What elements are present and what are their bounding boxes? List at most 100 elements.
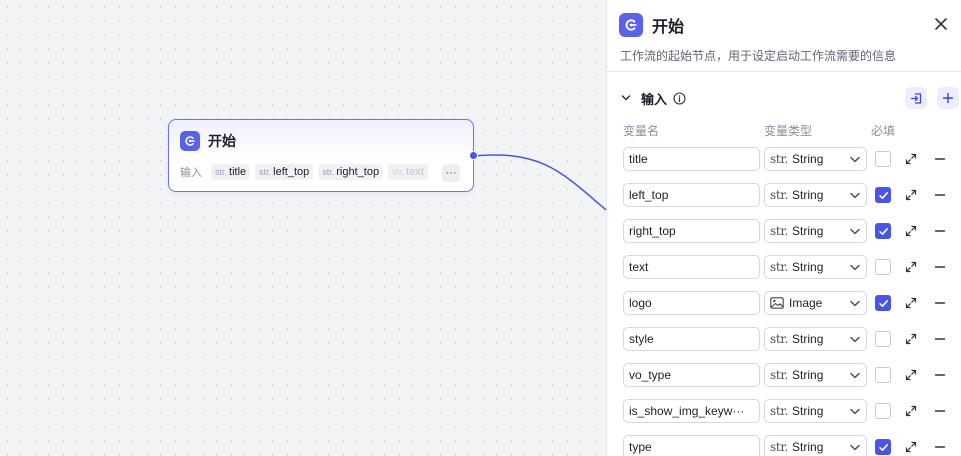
chevron-down-icon	[850, 336, 860, 343]
chevron-down-icon	[850, 264, 860, 271]
node-title: 开始	[208, 133, 236, 149]
variable-type-value: Image	[789, 296, 823, 310]
expand-button[interactable]	[904, 296, 918, 310]
string-type-icon: str.	[770, 440, 789, 454]
variable-type-select[interactable]: str.String	[764, 147, 867, 171]
add-variable-button[interactable]	[937, 87, 959, 109]
variable-name-input[interactable]: is_show_img_keyw···	[623, 399, 760, 423]
variable-name-input[interactable]: logo	[623, 291, 760, 315]
string-type-icon: str.	[770, 332, 789, 346]
variable-name-input[interactable]: left_top	[623, 183, 760, 207]
expand-icon	[905, 261, 917, 273]
input-chip-left-top: str.left_top	[255, 164, 314, 180]
remove-variable-button[interactable]	[933, 332, 947, 346]
remove-variable-button[interactable]	[933, 440, 947, 454]
required-checkbox[interactable]	[875, 331, 891, 347]
expand-icon	[905, 405, 917, 417]
expand-button[interactable]	[904, 224, 918, 238]
remove-variable-button[interactable]	[933, 296, 947, 310]
variable-name-input[interactable]: vo_type	[623, 363, 760, 387]
minus-icon	[934, 230, 946, 232]
node-header: 开始	[180, 131, 236, 151]
panel-description: 工作流的起始节点，用于设定启动工作流需要的信息	[620, 49, 897, 63]
expand-button[interactable]	[904, 152, 918, 166]
string-type-icon: str.	[770, 152, 789, 166]
remove-variable-button[interactable]	[933, 260, 947, 274]
variable-type-select[interactable]: str.String	[764, 435, 867, 456]
remove-variable-button[interactable]	[933, 152, 947, 166]
expand-icon	[905, 297, 917, 309]
variable-type-select[interactable]: str.String	[764, 363, 867, 387]
variable-name-input[interactable]: style	[623, 327, 760, 351]
required-checkbox[interactable]	[875, 259, 891, 275]
expand-button[interactable]	[904, 404, 918, 418]
variable-type-value: String	[792, 224, 824, 238]
remove-variable-button[interactable]	[933, 224, 947, 238]
check-icon	[878, 227, 888, 235]
string-type-icon: str.	[770, 188, 789, 202]
expand-button[interactable]	[904, 368, 918, 382]
chevron-down-icon	[850, 372, 860, 379]
variable-name-input[interactable]: title	[623, 147, 760, 171]
variable-name-input[interactable]: type	[623, 435, 760, 456]
minus-icon	[934, 266, 946, 268]
remove-variable-button[interactable]	[933, 404, 947, 418]
required-checkbox[interactable]	[875, 151, 891, 167]
start-node-icon	[180, 131, 200, 151]
variable-type-select[interactable]: str.String	[764, 183, 867, 207]
expand-button[interactable]	[904, 332, 918, 346]
minus-icon	[934, 446, 946, 448]
chevron-down-icon	[850, 156, 860, 163]
variable-name-input[interactable]: text	[623, 255, 760, 279]
variable-type-select[interactable]: str.String	[764, 255, 867, 279]
start-node[interactable]: 开始 输入 str.title str.left_top str.right_t…	[168, 119, 478, 192]
expand-button[interactable]	[904, 440, 918, 454]
chevron-down-icon	[621, 95, 631, 101]
minus-icon	[934, 410, 946, 412]
close-button[interactable]	[932, 15, 950, 33]
image-icon	[770, 297, 784, 309]
required-checkbox[interactable]	[875, 439, 891, 455]
variable-row: is_show_img_keyw···str.String	[623, 399, 953, 425]
check-icon	[878, 443, 888, 451]
remove-variable-button[interactable]	[933, 188, 947, 202]
output-port[interactable]	[469, 151, 478, 160]
start-node-icon	[619, 13, 643, 37]
variable-row: logo Image	[623, 291, 953, 317]
required-checkbox[interactable]	[875, 403, 891, 419]
variable-name-input[interactable]: right_top	[623, 219, 760, 243]
expand-button[interactable]	[904, 188, 918, 202]
minus-icon	[934, 302, 946, 304]
variable-type-select[interactable]: str.String	[764, 327, 867, 351]
import-button[interactable]	[905, 87, 927, 109]
chevron-down-icon	[850, 444, 860, 451]
import-icon	[910, 92, 921, 104]
more-inputs-button[interactable]: ···	[442, 164, 460, 182]
variable-type-select[interactable]: str.String	[764, 219, 867, 243]
check-icon	[878, 299, 888, 307]
string-type-icon: str.	[770, 260, 789, 274]
required-checkbox[interactable]	[875, 223, 891, 239]
variable-type-select[interactable]: str.String	[764, 399, 867, 423]
required-checkbox[interactable]	[875, 367, 891, 383]
required-checkbox[interactable]	[875, 187, 891, 203]
variable-type-value: String	[792, 368, 824, 382]
remove-variable-button[interactable]	[933, 368, 947, 382]
variable-type-value: String	[792, 332, 824, 346]
required-checkbox[interactable]	[875, 295, 891, 311]
variable-type-select[interactable]: Image	[764, 291, 867, 315]
input-chip-title: str.title	[211, 164, 251, 180]
node-inputs-label: 输入	[180, 167, 202, 179]
panel-header: 开始 工作流的起始节点，用于设定启动工作流需要的信息	[607, 0, 961, 72]
collapse-button[interactable]	[619, 91, 633, 105]
info-icon[interactable]	[672, 91, 686, 105]
panel-title: 开始	[652, 19, 685, 36]
expand-button[interactable]	[904, 260, 918, 274]
input-chip-right-top: str.right_top	[318, 164, 384, 180]
